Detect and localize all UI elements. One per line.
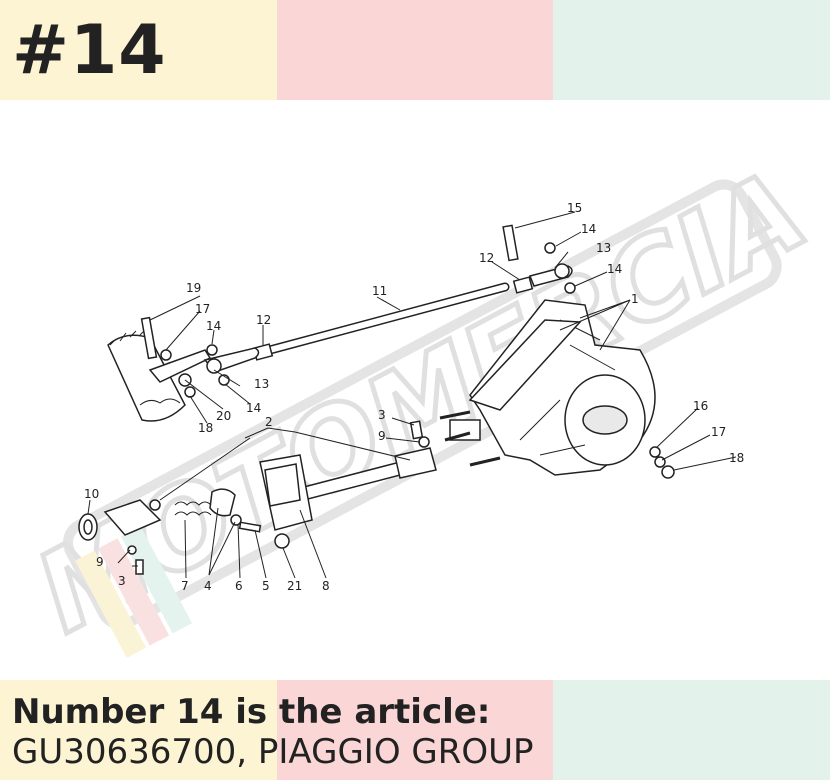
callout-15: 15: [567, 201, 582, 215]
callout-11: 11: [372, 284, 387, 298]
callout-9-bottom: 9: [96, 555, 104, 569]
callout-9-top: 9: [378, 429, 386, 443]
callout-4: 4: [204, 579, 212, 593]
header-color-band: [0, 0, 830, 100]
left-bracket-hardware: [140, 316, 260, 398]
callout-14-left: 14: [206, 319, 221, 333]
callout-18-left: 18: [198, 421, 213, 435]
callout-labels: 1 2 3 3 4 5 6 7 8 9 9 10 11 12 12 13 13 …: [84, 201, 744, 593]
page-title: #14: [12, 11, 167, 90]
callout-19: 19: [186, 281, 201, 295]
right-link-hardware: [502, 224, 576, 294]
callout-12-right: 12: [479, 251, 494, 265]
callout-20: 20: [216, 409, 231, 423]
callout-10: 10: [84, 487, 99, 501]
footer-color-band: [0, 680, 830, 780]
callout-6: 6: [235, 579, 243, 593]
caption-part-number: GU30636700, PIAGGIO GROUP: [12, 732, 534, 772]
callout-21: 21: [287, 579, 302, 593]
callout-17-left: 17: [195, 302, 210, 316]
final-drive-casing: [439, 299, 675, 479]
drive-shaft-assembly: [78, 420, 437, 575]
callout-8: 8: [322, 579, 330, 593]
callout-14-top: 14: [581, 222, 596, 236]
callout-13-right: 13: [596, 241, 611, 255]
muffler-section: [107, 328, 186, 422]
callout-5: 5: [262, 579, 270, 593]
callout-7: 7: [181, 579, 189, 593]
caption-heading: Number 14 is the article:: [12, 692, 491, 732]
callout-17-right: 17: [711, 425, 726, 439]
callout-13-left: 13: [254, 377, 269, 391]
leader-lines: [87, 211, 737, 579]
callout-1: 1: [631, 292, 639, 306]
callout-3-top: 3: [378, 408, 386, 422]
callout-14-lower: 14: [246, 401, 261, 415]
callout-2: 2: [265, 415, 273, 429]
callout-18-right: 18: [729, 451, 744, 465]
callout-12-left: 12: [256, 313, 271, 327]
callout-16: 16: [693, 399, 708, 413]
callout-14-right: 14: [607, 262, 622, 276]
parts-diagram: MOTOMERCIA: [14, 144, 828, 660]
callout-3-bottom: 3: [118, 574, 126, 588]
